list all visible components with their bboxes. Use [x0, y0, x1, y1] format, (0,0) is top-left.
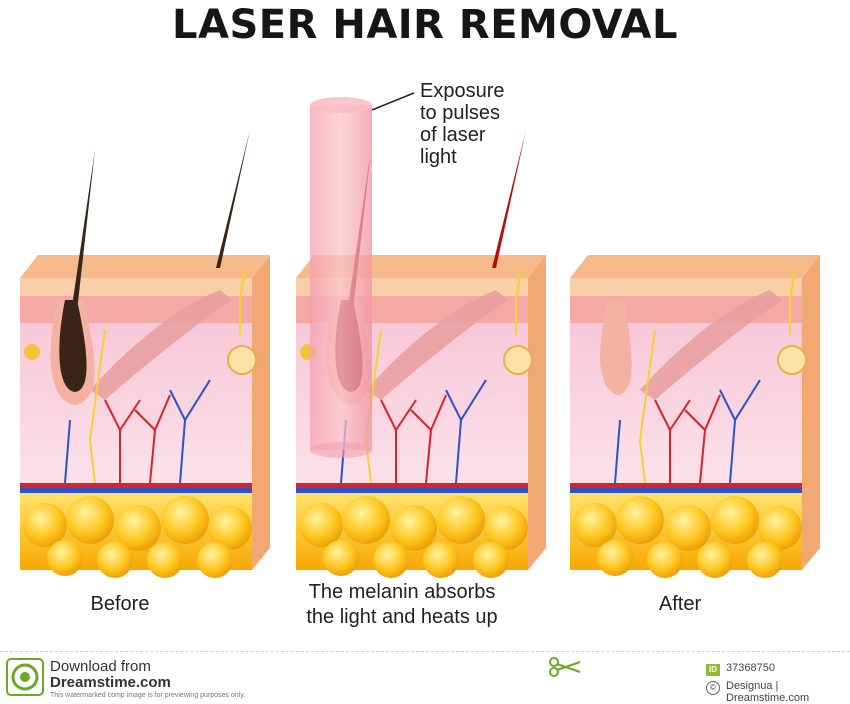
- image-id: 37368750: [726, 662, 775, 674]
- callout-line: Exposure: [420, 80, 505, 102]
- caption-before: Before: [45, 592, 195, 617]
- download-label: Download from: [50, 658, 151, 675]
- laser-beam: [310, 97, 372, 458]
- caption-line: the light and heats up: [306, 606, 498, 628]
- callout-line: of laser: [420, 124, 486, 146]
- id-badge: ID: [706, 664, 720, 676]
- callout-line: to pulses: [420, 102, 501, 124]
- callout-leader-line: [371, 92, 415, 111]
- diagram-artwork: [20, 92, 820, 578]
- laser-callout: Exposure to pulses of laser light: [420, 80, 505, 168]
- credit-text[interactable]: Designua | Dreamstime.com: [726, 680, 810, 704]
- site-name[interactable]: Dreamstime.com: [50, 674, 171, 691]
- caption-after: After: [605, 592, 755, 617]
- copyright-icon: ©: [706, 681, 720, 695]
- dreamstime-logo-icon: [6, 658, 44, 696]
- callout-line: light: [420, 146, 457, 168]
- disclaimer-text: This watermarked comp image is for previ…: [50, 692, 246, 699]
- scissors-icon: [549, 657, 581, 677]
- watermark-footer: Download from Dreamstime.com This waterm…: [0, 651, 850, 704]
- caption-line: The melanin absorbs: [308, 581, 496, 603]
- caption-line: After: [658, 593, 702, 615]
- skin-block-after: [570, 255, 820, 578]
- caption-absorb: The melanin absorbs the light and heats …: [272, 580, 532, 630]
- caption-line: Before: [90, 593, 150, 615]
- skin-block-before: [20, 130, 270, 578]
- page-title: LASER HAIR REMOVAL: [172, 2, 678, 48]
